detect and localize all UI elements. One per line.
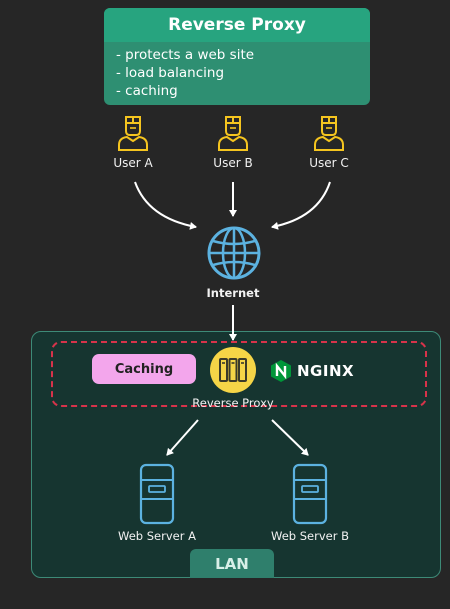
nginx-text: NGINX <box>297 362 355 380</box>
caching-badge: Caching <box>92 354 196 384</box>
arrow-proxy-to-server-b <box>271 419 309 456</box>
nginx-logo: NGINX <box>270 359 354 383</box>
feature-list: - protects a web site - load balancing -… <box>116 46 254 100</box>
user-a: User A <box>98 114 168 170</box>
user-icon <box>218 116 248 151</box>
feature-item: - load balancing <box>116 65 225 81</box>
title-bar: Reverse Proxy <box>104 8 370 42</box>
web-server-b-icon <box>292 463 328 525</box>
title-box: Reverse Proxy - protects a web site - lo… <box>104 8 370 105</box>
user-label: User A <box>113 156 153 170</box>
arrow-proxy-to-server-a <box>166 419 199 456</box>
globe-icon <box>207 226 261 280</box>
user-label: User C <box>309 156 349 170</box>
nginx-hexagon-icon <box>271 360 291 382</box>
reverse-proxy-zone <box>51 341 427 407</box>
user-icon <box>314 116 344 151</box>
user-c: User C <box>294 114 364 170</box>
feature-item: - caching <box>116 83 178 99</box>
user-icon <box>118 116 148 151</box>
user-b: User B <box>198 114 268 170</box>
reverse-proxy-label: Reverse Proxy <box>192 396 274 410</box>
web-server-a-icon <box>139 463 175 525</box>
lan-label: LAN <box>190 549 274 578</box>
arrow-user-a-to-internet <box>134 181 197 230</box>
web-server-a-label: Web Server A <box>118 529 196 543</box>
internet-label: Internet <box>206 286 260 300</box>
arrow-user-c-to-internet <box>271 181 331 230</box>
reverse-proxy-server-icon <box>210 347 256 393</box>
user-label: User B <box>213 156 253 170</box>
feature-item: - protects a web site <box>116 47 255 63</box>
web-server-b-label: Web Server B <box>271 529 349 543</box>
